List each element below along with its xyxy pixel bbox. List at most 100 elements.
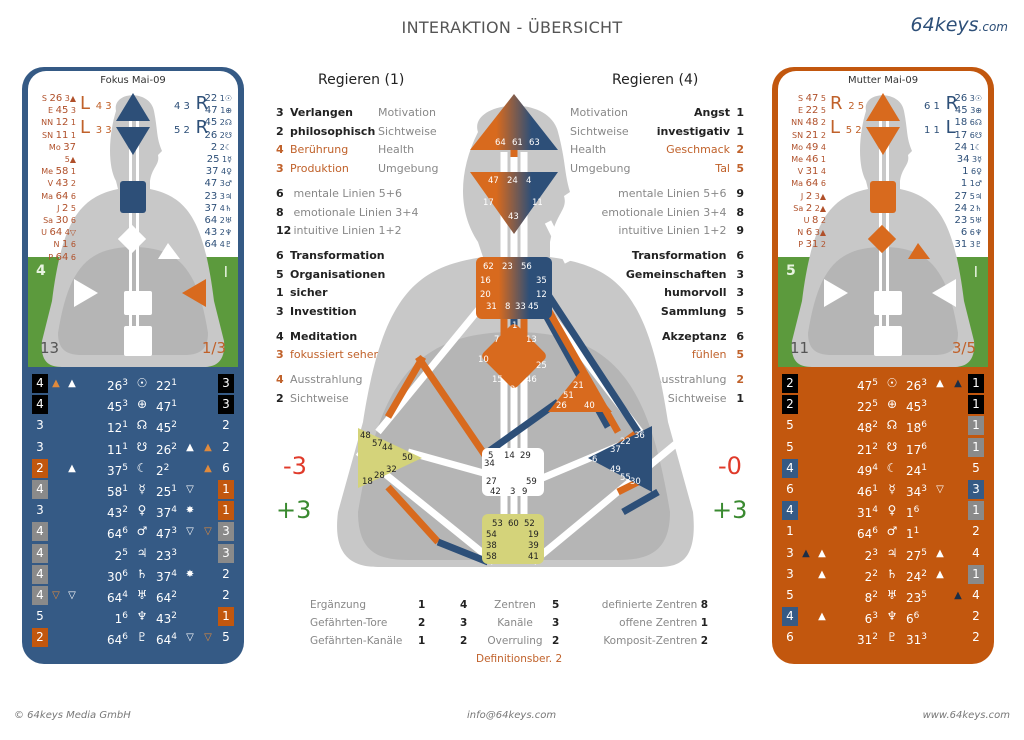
spleen-center: [358, 428, 422, 488]
activation-row[interactable]: 4 ▽ ▽ 644 ♅ 642 2: [28, 585, 238, 606]
marker-icon: ▲: [818, 611, 826, 623]
design-activation: Ma 64 6: [41, 190, 76, 202]
activation-row[interactable]: 5 482 ☊ 186 1: [778, 415, 988, 436]
activation-row[interactable]: 4 ▲ ▲ 263 ☉ 221 3: [28, 373, 238, 394]
gate-label: 54: [486, 530, 497, 540]
activation-row[interactable]: 4 494 ☾ 241 5: [778, 458, 988, 479]
marker-icon: ▲: [52, 378, 60, 389]
activation-row[interactable]: 3 121 ☊ 452 2: [28, 415, 238, 436]
summary-row: Sammlung 5: [660, 305, 744, 319]
design-activation: Me 46 1: [791, 154, 826, 166]
colored-channel: [385, 484, 441, 545]
activation-row[interactable]: 4 646 ♂ 473 ▽ ▽ 3: [28, 521, 238, 542]
personality-activation: 23 3♃: [204, 190, 232, 202]
variable-top-left-1: R 2 5: [830, 93, 865, 114]
design-activation: Mo 37 5▲: [48, 141, 76, 165]
activation-row[interactable]: 5 212 ☋ 176 1: [778, 437, 988, 458]
gate-label: 11: [532, 198, 543, 208]
planet-icon: ♆: [886, 609, 898, 624]
design-gate: 646: [106, 526, 128, 542]
design-gate: 494: [856, 462, 878, 478]
summary-row: Ausstrahlung 2: [654, 373, 744, 387]
sacral-center: [874, 291, 902, 315]
right-line-value: 3: [218, 543, 234, 563]
chart-title: Fokus Mai-09: [100, 75, 166, 86]
activation-row[interactable]: 5 16 ♆ 432 1: [28, 606, 238, 627]
activation-row[interactable]: 4 581 ☿ 251 ▽ 1: [28, 479, 238, 500]
personality-activation: 37 4♄: [204, 202, 232, 214]
activation-row[interactable]: 4 314 ♀ 16 1: [778, 500, 988, 521]
gate-label: 25: [536, 361, 547, 371]
activation-row[interactable]: 5 82 ♅ 235 ▲ 4: [778, 585, 988, 606]
gate-label: 20: [480, 290, 491, 300]
activation-row[interactable]: 3 432 ♀ 374 ✸ 1: [28, 500, 238, 521]
design-activation: SN 21 2: [792, 129, 826, 141]
activation-row[interactable]: 6 312 ♇ 313 2: [778, 627, 988, 648]
planet-icon: ⊕: [136, 397, 148, 412]
ajna-center: [116, 127, 150, 155]
marker-icon: ▲: [954, 589, 962, 601]
right-line-value: 5: [972, 460, 980, 475]
activation-row[interactable]: 2 ▲ 375 ☾ 22 ▲ 6: [28, 458, 238, 479]
gate-label: 50: [402, 453, 413, 463]
design-gate: 263: [106, 378, 128, 393]
gate-label: 6: [592, 455, 597, 465]
gate-label: 40: [584, 401, 595, 411]
personality-gate: 22: [156, 462, 170, 478]
activation-row[interactable]: 4 25 ♃ 233 3: [28, 543, 238, 564]
design-activation: V 31 4: [797, 166, 826, 178]
brand-logo[interactable]: 64keys.com: [911, 14, 1008, 36]
planet-icon: ☿: [138, 481, 146, 496]
personality-activations: 22 1☉47 1⊕45 2☊26 2☋2 2☾25 1☿37 4♀47 3♂2…: [192, 93, 232, 252]
design-gate: 312: [856, 632, 878, 648]
activation-row[interactable]: 2 475 ☉ 263 ▲ ▲ 1: [778, 373, 988, 394]
design-gate: 482: [856, 420, 878, 436]
left-line-value: 5: [786, 587, 794, 602]
gate-label: 14: [504, 451, 515, 461]
personality-gate: 263: [906, 378, 928, 393]
activation-row[interactable]: 6 461 ☿ 343 ▽ 3: [778, 479, 988, 500]
gate-label: 7: [494, 335, 499, 345]
head-center: [470, 94, 558, 150]
g-center: [482, 324, 546, 388]
gate-label: 56: [521, 262, 532, 272]
personality-activation: 1 1♂: [960, 178, 982, 190]
gate-label: 23: [502, 262, 513, 272]
activation-row[interactable]: 3 ▲ ▲ 23 ♃ 275 ▲ 4: [778, 543, 988, 564]
green-right-value: I: [973, 263, 978, 281]
activation-row[interactable]: 2 646 ♇ 644 ▽ ▽ 5: [28, 627, 238, 648]
footer-website[interactable]: www.64keys.com: [922, 710, 1010, 721]
activation-row[interactable]: 4 306 ♄ 374 ✸ 2: [28, 564, 238, 585]
marker-icon: ▲: [818, 547, 826, 559]
activation-table: 2 475 ☉ 263 ▲ ▲ 1 2 225 ⊕ 453 1 5 482 ☊ …: [778, 373, 988, 648]
design-gate: 646: [106, 632, 128, 648]
design-activation: U 8 2: [803, 215, 826, 227]
design-gate: 82: [864, 589, 878, 605]
design-gate: 644: [106, 589, 128, 605]
footer-email[interactable]: info@64keys.com: [467, 710, 557, 721]
activation-row[interactable]: 2 225 ⊕ 453 1: [778, 394, 988, 415]
activation-row[interactable]: 4 ▲ 63 ♆ 66 2: [778, 606, 988, 627]
activation-row[interactable]: 4 453 ⊕ 471 3: [28, 394, 238, 415]
channel: [544, 220, 572, 264]
planet-icon: ♂: [886, 524, 898, 539]
design-gate: 453: [106, 399, 128, 415]
summary-row: intuitive Linien 1+2 9: [618, 224, 744, 238]
gate-label: 8: [505, 302, 510, 312]
stat-row: offene Zentren 1: [619, 617, 708, 629]
left-header: Regieren (1): [318, 72, 405, 88]
left-line-value: 4: [782, 501, 798, 521]
activation-row[interactable]: 3 ▲ 22 ♄ 242 ▲ 1: [778, 564, 988, 585]
right-line-value: 4: [972, 587, 980, 602]
activation-row[interactable]: 1 646 ♂ 11 2: [778, 521, 988, 542]
left-line-value: 6: [786, 481, 794, 496]
left-line-value: 4: [32, 479, 48, 499]
activation-row[interactable]: 3 111 ☋ 262 ▲ ▲ 2: [28, 437, 238, 458]
